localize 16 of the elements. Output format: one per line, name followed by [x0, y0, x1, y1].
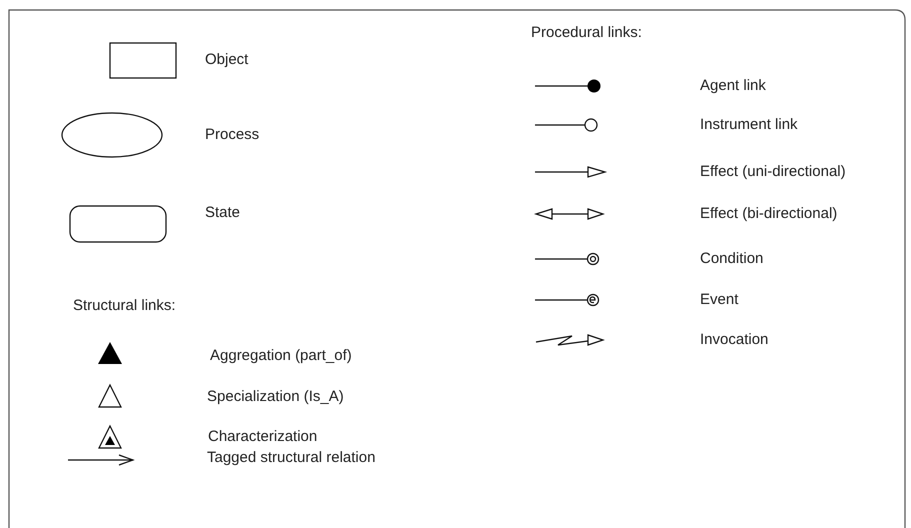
- section-heading: Structural links:: [73, 297, 176, 315]
- legend-label: Agent link: [700, 77, 766, 95]
- legend-label: Event: [700, 291, 738, 309]
- legend-label: Effect (bi-directional): [700, 205, 838, 223]
- legend-label: Specialization (Is_A): [207, 388, 344, 406]
- legend-label: Process: [205, 126, 260, 144]
- section-heading: Procedural links:: [531, 24, 642, 42]
- legend-label: State: [205, 204, 240, 222]
- legend-label: Effect (uni-directional): [700, 163, 846, 181]
- legend-label: Invocation: [700, 331, 768, 349]
- legend-label: Tagged structural relation: [207, 449, 376, 467]
- legend-label: Condition: [700, 250, 764, 268]
- legend-label: Instrument link: [700, 116, 798, 134]
- legend-label: Object: [205, 51, 248, 69]
- legend-label: Characterization: [208, 428, 318, 446]
- legend-label: Aggregation (part_of): [210, 347, 352, 365]
